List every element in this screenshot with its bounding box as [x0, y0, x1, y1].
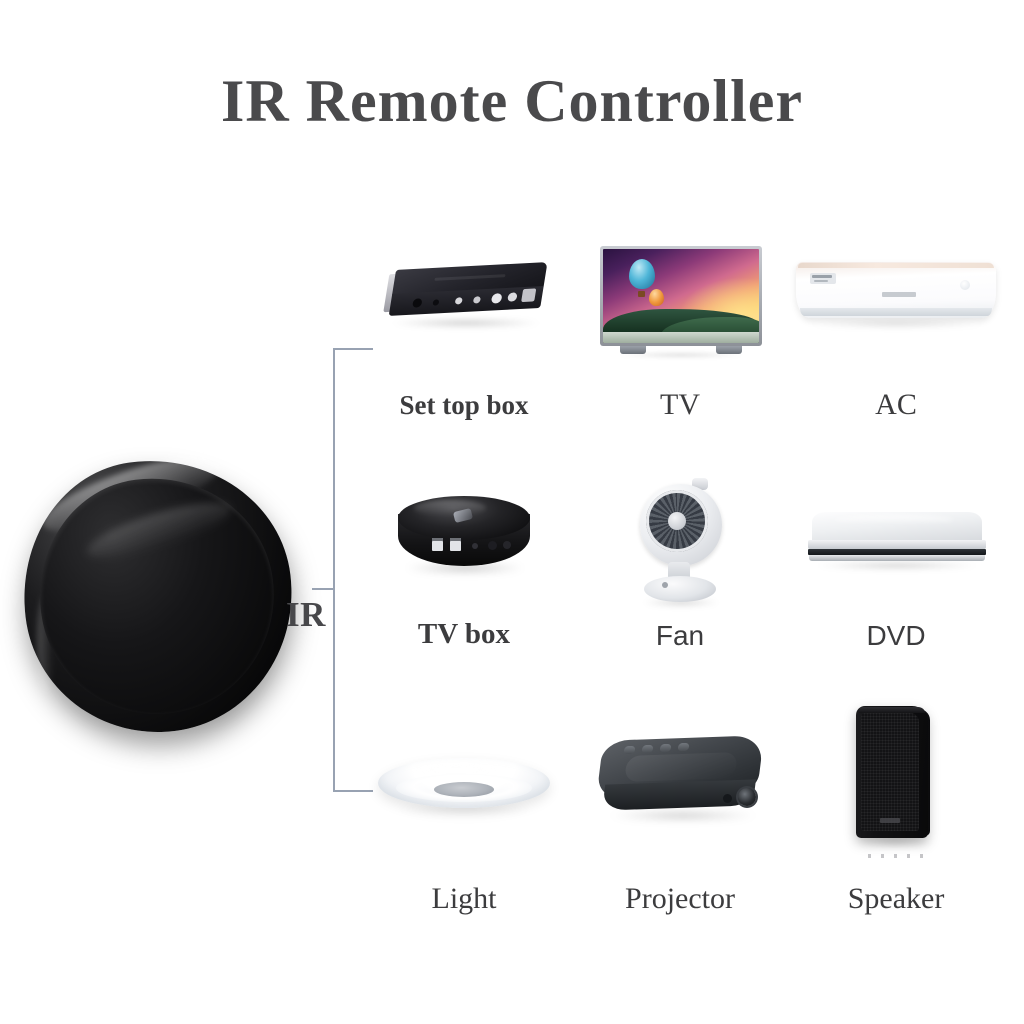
device-cell-tv: TV — [572, 232, 788, 462]
device-label-speaker: Speaker — [847, 882, 945, 915]
device-label-projector: Projector — [625, 882, 735, 915]
ir-connection-label: IR — [286, 595, 326, 634]
connection-bracket-arm-bottom — [333, 790, 373, 792]
device-label-ac: AC — [875, 388, 917, 421]
connection-bracket-arm-top — [333, 348, 373, 350]
device-label-set-top-box: Set top box — [399, 390, 529, 420]
device-cell-speaker: Speaker — [788, 706, 1004, 942]
device-row: TV box Fan — [356, 468, 1004, 698]
device-label-tv: TV — [660, 388, 700, 421]
air-conditioner-icon — [788, 232, 1004, 382]
speaker-icon — [788, 706, 1004, 862]
device-label-fan: Fan — [655, 620, 705, 651]
projector-icon — [572, 712, 788, 862]
device-row: Light Projector — [356, 706, 1004, 942]
device-cell-fan: Fan — [572, 468, 788, 698]
device-label-tv-box: TV box — [417, 618, 511, 650]
connection-bracket-vertical — [333, 348, 335, 792]
device-cell-dvd: DVD — [788, 468, 1004, 698]
device-cell-tv-box: TV box — [356, 468, 572, 698]
device-cell-set-top-box: Set top box — [356, 232, 572, 462]
hub-top-highlight — [82, 492, 236, 569]
ceiling-light-icon — [356, 712, 572, 862]
supported-device-grid: Set top box — [356, 232, 1004, 952]
device-label-dvd: DVD — [866, 620, 926, 651]
dvd-player-icon — [788, 468, 1004, 618]
tv-box-icon — [356, 468, 572, 618]
device-cell-ac: AC — [788, 232, 1004, 462]
device-cell-light: Light — [356, 712, 572, 942]
device-row: Set top box — [356, 232, 1004, 462]
fan-icon — [572, 468, 788, 618]
connection-bracket-arm-middle — [312, 588, 335, 590]
set-top-box-icon — [356, 232, 572, 382]
page-title: IR Remote Controller — [220, 68, 804, 134]
ir-hub-device — [8, 440, 308, 748]
device-cell-projector: Projector — [572, 712, 788, 942]
television-icon — [572, 232, 788, 382]
device-label-light: Light — [431, 882, 497, 915]
